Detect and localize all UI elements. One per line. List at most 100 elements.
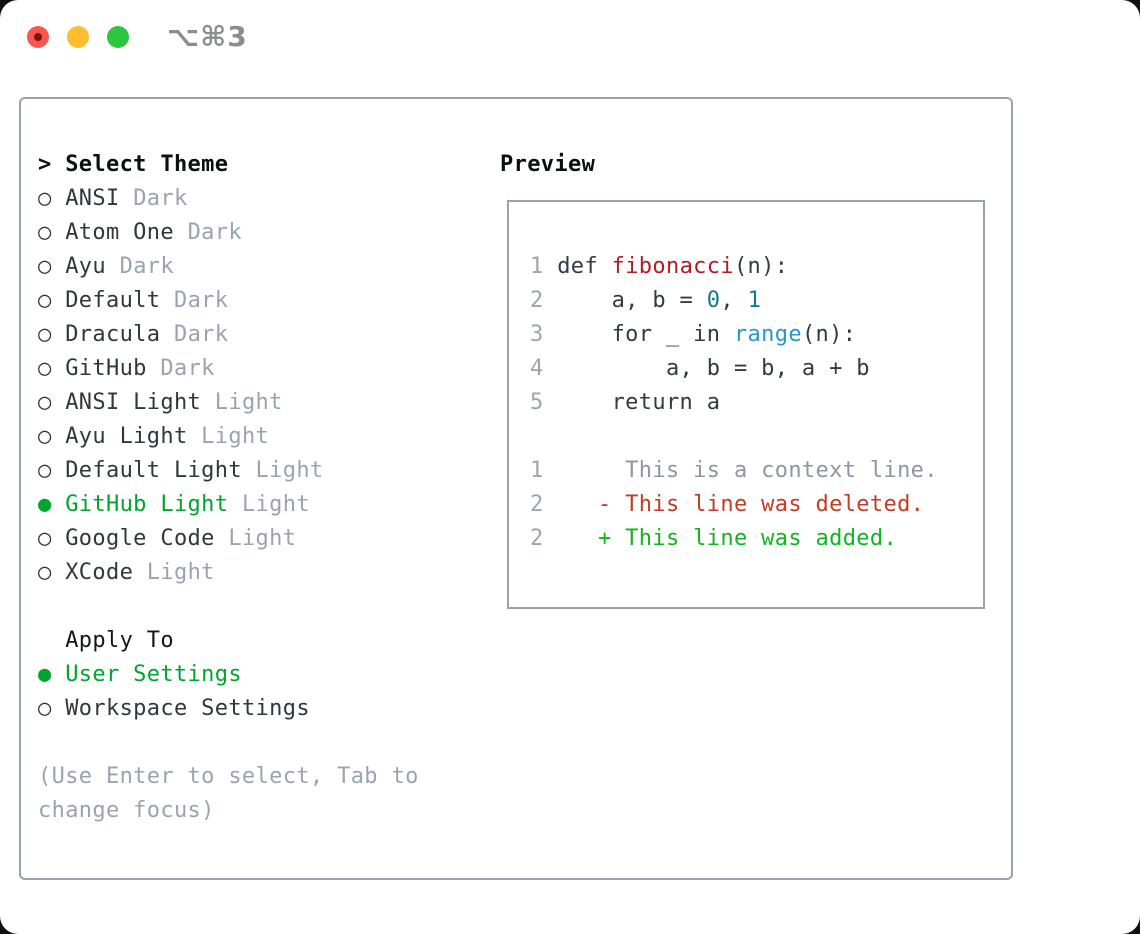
theme-variant: Dark <box>106 254 174 279</box>
theme-variant: Dark <box>173 220 242 245</box>
theme-option-github-light[interactable]: ● GitHub Light Light <box>38 488 419 522</box>
select-theme-label: > Select Theme <box>38 152 229 177</box>
theme-variant: Light <box>201 390 283 415</box>
theme-name: Google Code <box>65 526 215 551</box>
apply-option-user-settings[interactable]: ● User Settings <box>38 658 419 692</box>
apply-option-label: User Settings <box>65 662 242 687</box>
theme-option-ansi[interactable]: ○ ANSI Dark <box>38 182 419 216</box>
theme-variant: Light <box>214 526 297 551</box>
code-line-2: 2 a, b = 0, 1 <box>530 284 938 318</box>
radio-unselected-icon: ○ <box>38 186 66 211</box>
code-line-9: 2 + This line was added. <box>530 522 938 556</box>
theme-selector-column: > Select Theme○ ANSI Dark○ Atom One Dark… <box>38 148 419 828</box>
theme-name: Default <box>65 288 161 313</box>
line-number: 2 <box>530 526 558 551</box>
apply-to-header: Apply To <box>38 624 419 658</box>
theme-option-ayu[interactable]: ○ Ayu Dark <box>38 250 419 284</box>
close-button[interactable] <box>27 26 49 48</box>
hint-text: (Use Enter to select, Tab to <box>38 764 419 789</box>
line-number: 5 <box>530 390 558 415</box>
line-number: 4 <box>530 356 558 381</box>
radio-unselected-icon: ○ <box>38 322 66 347</box>
theme-variant: Dark <box>160 322 229 347</box>
apply-to-label: Apply To <box>38 628 174 653</box>
theme-name: GitHub <box>65 356 147 381</box>
radio-unselected-icon: ○ <box>38 560 66 585</box>
radio-unselected-icon: ○ <box>38 424 66 449</box>
theme-name: Ayu Light <box>65 424 188 449</box>
code-token-deleted: - This line was deleted. <box>557 492 925 517</box>
theme-option-github[interactable]: ○ GitHub Dark <box>38 352 419 386</box>
line-number: 3 <box>530 322 558 347</box>
code-token-plain: , <box>720 288 748 313</box>
code-line-5: 5 return a <box>530 386 938 420</box>
code-token-number: 1 <box>747 288 762 313</box>
radio-unselected-icon: ○ <box>38 696 66 721</box>
hint-text: change focus) <box>38 798 215 823</box>
theme-name: Dracula <box>65 322 161 347</box>
theme-option-default[interactable]: ○ Default Dark <box>38 284 419 318</box>
hint-line-1: (Use Enter to select, Tab to <box>38 760 419 794</box>
code-line-4: 4 a, b = b, a + b <box>530 352 938 386</box>
zoom-button[interactable] <box>107 26 129 48</box>
line-number: 1 <box>530 254 558 279</box>
spacer-row <box>38 726 419 760</box>
code-blank-line <box>530 420 938 454</box>
theme-name: Default Light <box>65 458 242 483</box>
theme-name: Atom One <box>65 220 174 245</box>
apply-option-workspace-settings[interactable]: ○ Workspace Settings <box>38 692 419 726</box>
theme-option-google-code[interactable]: ○ Google Code Light <box>38 522 419 556</box>
window-title: ⌥⌘3 <box>167 20 248 53</box>
select-theme-header: > Select Theme <box>38 148 419 182</box>
code-line-1: 1 def fibonacci(n): <box>530 250 938 284</box>
code-token-plain: for _ in <box>557 322 734 347</box>
code-token-plain: a, b = <box>557 288 707 313</box>
code-token-plain: (n): <box>733 254 789 279</box>
line-number: 1 <box>530 458 558 483</box>
radio-unselected-icon: ○ <box>38 390 66 415</box>
code-token-plain: return a <box>557 390 721 415</box>
code-line-8: 2 - This line was deleted. <box>530 488 938 522</box>
theme-variant: Light <box>241 458 324 483</box>
code-line-3: 3 for _ in range(n): <box>530 318 938 352</box>
code-token-plain: def <box>557 254 612 279</box>
minimize-button[interactable] <box>67 26 89 48</box>
radio-selected-icon: ● <box>38 662 66 687</box>
code-token-func: fibonacci <box>611 254 734 279</box>
code-token-added: + This line was added. <box>557 526 898 551</box>
code-token-builtin: range <box>733 322 802 347</box>
radio-unselected-icon: ○ <box>38 254 66 279</box>
radio-unselected-icon: ○ <box>38 526 66 551</box>
theme-name: XCode <box>65 560 134 585</box>
theme-variant: Dark <box>119 186 188 211</box>
theme-name: GitHub Light <box>65 492 229 517</box>
preview-box <box>507 200 985 609</box>
theme-variant: Dark <box>160 288 229 313</box>
theme-variant: Light <box>228 492 310 517</box>
radio-unselected-icon: ○ <box>38 288 66 313</box>
theme-variant: Light <box>187 424 270 449</box>
apply-option-label: Workspace Settings <box>65 696 310 721</box>
radio-selected-icon: ● <box>38 492 66 517</box>
theme-variant: Dark <box>146 356 215 381</box>
theme-option-atom-one[interactable]: ○ Atom One Dark <box>38 216 419 250</box>
line-number: 2 <box>530 492 558 517</box>
theme-option-xcode[interactable]: ○ XCode Light <box>38 556 419 590</box>
theme-option-ayu-light[interactable]: ○ Ayu Light Light <box>38 420 419 454</box>
code-token-number: 0 <box>706 288 721 313</box>
theme-name: ANSI Light <box>65 390 202 415</box>
code-line-7: 1 This is a context line. <box>530 454 938 488</box>
radio-unselected-icon: ○ <box>38 458 66 483</box>
radio-unselected-icon: ○ <box>38 220 66 245</box>
theme-name: Ayu <box>65 254 106 279</box>
code-token-context: This is a context line. <box>557 458 938 483</box>
code-token-plain: a, b = b, a + b <box>557 356 870 381</box>
theme-option-dracula[interactable]: ○ Dracula Dark <box>38 318 419 352</box>
theme-option-default-light[interactable]: ○ Default Light Light <box>38 454 419 488</box>
line-number: 2 <box>530 288 558 313</box>
radio-unselected-icon: ○ <box>38 356 66 381</box>
theme-option-ansi-light[interactable]: ○ ANSI Light Light <box>38 386 419 420</box>
spacer-row <box>38 590 419 624</box>
